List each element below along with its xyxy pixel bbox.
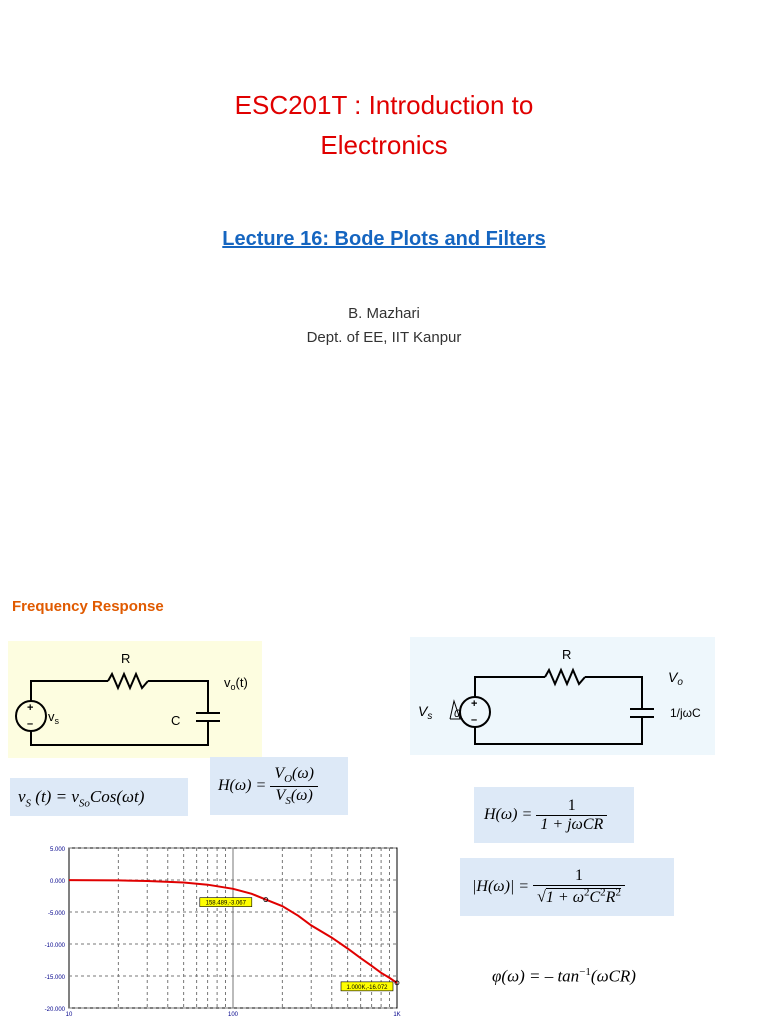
y-tick-label: -10.000 (45, 943, 66, 949)
resistor-label: R (121, 651, 130, 666)
source-plus: + (27, 702, 33, 714)
author-affiliation: Dept. of EE, IIT Kanpur (306, 329, 462, 346)
frequency-response-heading: Frequency Response (12, 598, 164, 615)
vo-phasor-label: Vo (668, 669, 683, 688)
y-tick-label: 0.000 (50, 879, 66, 885)
magnitude-curve (68, 879, 398, 984)
transfer-function-definition: H(ω) = VO(ω) VS(ω) (210, 757, 348, 815)
resistor-label-2: R (562, 647, 571, 662)
title-line-1: ESC201T : Introduction to (234, 90, 534, 120)
resistor-symbol (107, 671, 149, 691)
annotation-label: 1.000K,-16.072 (346, 985, 388, 991)
x-tick-label: 100 (228, 1012, 239, 1018)
annotation-label: 158.489,-3.067 (206, 901, 247, 907)
y-axis-ticks: 5.000 0.000 -5.000 -10.000 -15.000 -20.000 (45, 847, 66, 1013)
data-annotations: 158.489,-3.067 1.000K,-16.072 (199, 897, 400, 992)
rc-phasor-circuit-diagram: + – Vs 0 R Vo 1/jωC (418, 647, 701, 745)
title-line-2: Electronics (320, 130, 448, 160)
vo-label: vo(t) (224, 675, 248, 692)
y-tick-label: 5.000 (50, 847, 66, 853)
x-tick-label: 1K (393, 1012, 400, 1018)
author-name: B. Mazhari (348, 305, 420, 322)
capacitor-impedance-label: 1/jωC (670, 706, 701, 720)
y-tick-label: -20.000 (45, 1007, 66, 1013)
chart-grid (68, 847, 398, 1009)
voltage-source-symbol (15, 700, 47, 732)
annotation-box (199, 897, 253, 907)
y-tick-label: -5.000 (48, 911, 66, 917)
lecture-subtitle: Lecture 16: Bode Plots and Filters (0, 228, 768, 251)
vs-phasor-label: Vs (418, 703, 432, 722)
source-minus: – (27, 718, 33, 730)
capacitor-label: C (171, 713, 180, 728)
rc-circuit-diagram: + – vs R C vo(t) (15, 651, 248, 746)
slide-title: ESC201T : Introduction to Electronics (0, 85, 768, 165)
source-minus-2: – (471, 714, 477, 726)
x-axis-ticks: 10 100 1K (66, 1012, 401, 1018)
x-tick-label: 10 (66, 1012, 73, 1018)
vs-label: vs (48, 709, 60, 726)
phase-equation: φ(ω) = – tan−1(ωCR) (492, 966, 636, 986)
magnitude-equation: |H(ω)| = 1 √1 + ω2C2R2 (460, 858, 674, 916)
rc-circuit-time-domain: + – vs R C vo(t) (8, 641, 262, 758)
resistor-symbol-2 (544, 667, 586, 687)
subtitle-text: Lecture 16: Bode Plots and Filters (222, 228, 546, 250)
rc-circuit-phasor-domain: + – Vs 0 R Vo 1/jωC (410, 637, 715, 755)
input-signal-equation: vS (t) = vSoCos(ωt) (10, 778, 188, 816)
y-tick-label: -15.000 (45, 975, 66, 981)
source-plus-2: + (471, 698, 477, 710)
annotation-marker (263, 897, 269, 903)
annotation-marker (394, 980, 400, 986)
angle-label: 0 (454, 708, 461, 720)
annotation-box (340, 981, 394, 992)
bode-magnitude-chart: 5.000 0.000 -5.000 -10.000 -15.000 -20.000 10… (45, 847, 401, 1018)
